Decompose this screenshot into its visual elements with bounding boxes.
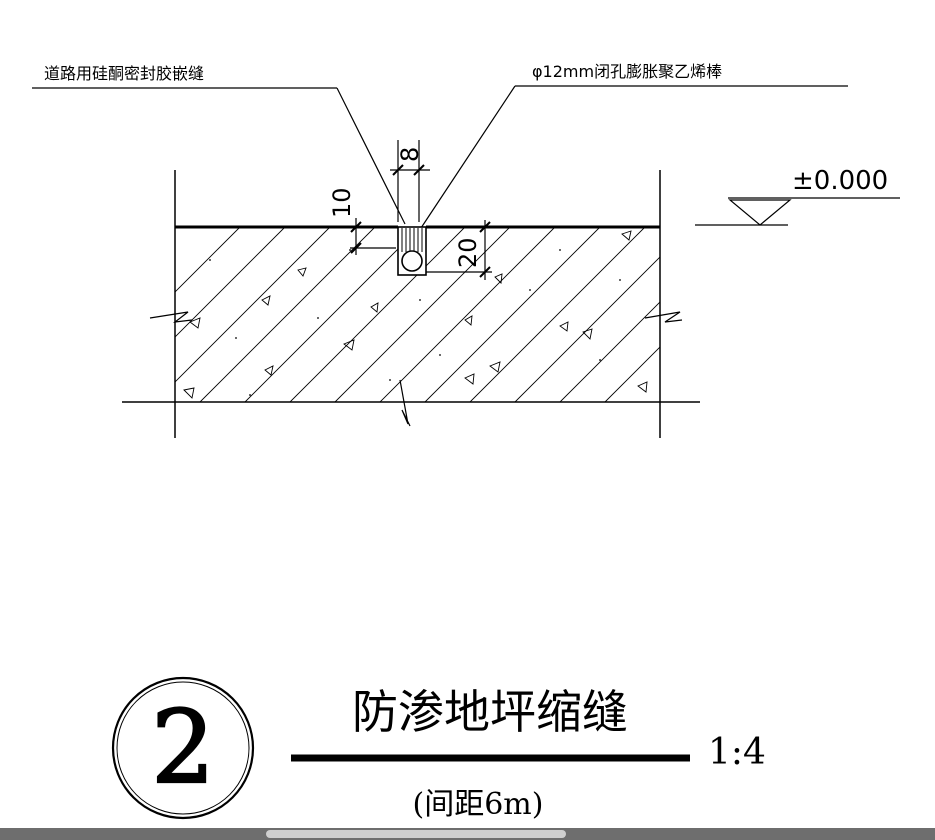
detail-title: 防渗地坪缩缝 xyxy=(352,685,628,739)
dimension-joint-width-text: 8 xyxy=(396,147,424,162)
dimension-sealant-depth-text: 10 xyxy=(328,187,356,218)
concrete-hatch xyxy=(175,227,660,402)
dimension-rod-depth xyxy=(426,220,492,280)
horizontal-scrollbar[interactable] xyxy=(0,828,935,840)
slab-outline xyxy=(122,170,700,438)
sealant-fill xyxy=(401,228,423,252)
backer-rod-leader xyxy=(420,85,848,229)
concrete-dots xyxy=(209,249,621,396)
dimension-joint-width xyxy=(390,140,430,222)
scrollbar-thumb[interactable] xyxy=(266,830,566,838)
detail-number: 2 xyxy=(151,689,215,806)
sealant-leader xyxy=(32,87,406,225)
aggregate-marks xyxy=(183,230,648,399)
backer-rod xyxy=(401,250,423,272)
detail-number-symbol xyxy=(111,676,255,820)
break-lines xyxy=(149,311,683,427)
elevation-label: ±0.000 xyxy=(792,166,888,196)
joint xyxy=(397,226,427,276)
detail-scale: 1:4 xyxy=(708,732,766,773)
dimension-rod-depth-text: 20 xyxy=(454,237,482,268)
detail-note: (间距6m) xyxy=(413,787,544,822)
backer-rod-label: φ12mm闭孔膨胀聚乙烯棒 xyxy=(532,62,722,81)
sealant-label: 道路用硅酮密封胶嵌缝 xyxy=(44,64,204,83)
dimension-sealant-depth xyxy=(350,218,396,255)
elevation-marker xyxy=(695,197,900,226)
